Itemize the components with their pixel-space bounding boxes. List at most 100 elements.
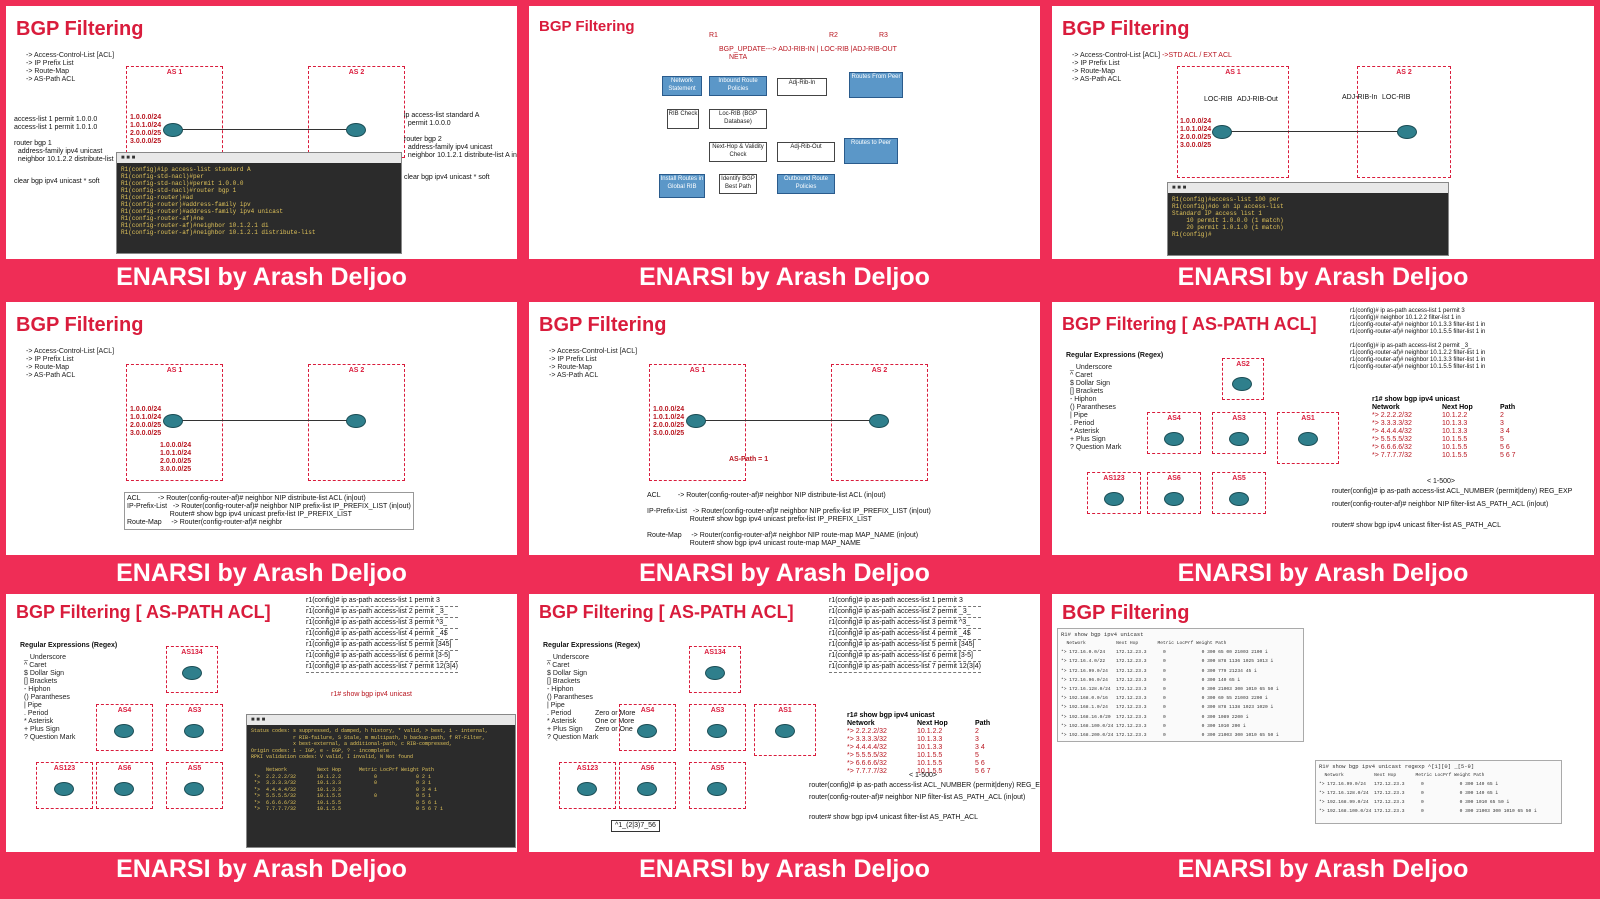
adj-rib-in-box: Adj-Rib-In bbox=[777, 78, 827, 96]
terminal-window[interactable]: ■ ■ ■ Status codes: s suppressed, d damp… bbox=[246, 714, 516, 848]
router-r5-icon[interactable] bbox=[184, 782, 204, 796]
slide-3[interactable]: BGP Filtering -> Access-Control-List [AC… bbox=[1046, 0, 1600, 296]
r1-r2-link bbox=[176, 129, 356, 130]
router-r2-icon[interactable] bbox=[182, 666, 202, 680]
slide-5-content: BGP Filtering -> Access-Control-List [AC… bbox=[529, 302, 1040, 555]
router-r1-icon[interactable] bbox=[1298, 432, 1318, 446]
aspath-command: r1(config)# ip as-path access-list 2 per… bbox=[829, 607, 981, 618]
router-r6-icon[interactable] bbox=[1164, 492, 1184, 506]
router-r7-icon[interactable] bbox=[54, 782, 74, 796]
banner: ENARSI by Arash Deljoo bbox=[116, 855, 407, 883]
router-r6-icon[interactable] bbox=[114, 782, 134, 796]
as1-box: AS1 bbox=[754, 704, 816, 756]
slide-4-content: BGP Filtering -> Access-Control-List [AC… bbox=[6, 302, 517, 555]
topic-item: -> IP Prefix List bbox=[1072, 60, 1120, 67]
aspath-command: r1(config)# ip as-path access-list 4 per… bbox=[829, 629, 981, 640]
banner: ENARSI by Arash Deljoo bbox=[1177, 263, 1469, 291]
router-r1-icon[interactable] bbox=[686, 414, 706, 428]
banner: ENARSI by Arash Deljoo bbox=[639, 855, 930, 883]
syntax-line-2: router(config-router-af)# neighbor NIP f… bbox=[809, 794, 1026, 801]
regex-item: _ Underscore bbox=[24, 654, 67, 661]
slide-5[interactable]: BGP Filtering -> Access-Control-List [AC… bbox=[523, 296, 1046, 592]
regex-item: * Asterisk bbox=[547, 718, 577, 725]
slide-6[interactable]: BGP Filtering [ AS-PATH ACL] Regular Exp… bbox=[1046, 296, 1600, 592]
router-r3-icon[interactable] bbox=[184, 724, 204, 738]
router-r1-icon[interactable] bbox=[163, 414, 183, 428]
slide-title: BGP Filtering bbox=[16, 314, 144, 336]
slide-6-content: BGP Filtering [ AS-PATH ACL] Regular Exp… bbox=[1052, 302, 1594, 555]
regexp-output-panel: R1# show bgp ipv4 unicast regexp ^[1][0]… bbox=[1315, 760, 1562, 824]
topic-item: -> AS-Path ACL bbox=[549, 372, 599, 379]
router-r2-icon[interactable] bbox=[346, 414, 366, 428]
terminal-window[interactable]: ■ ■ ■ R1(config)#access-list 100 per R1(… bbox=[1167, 182, 1449, 256]
router-r4-icon[interactable] bbox=[114, 724, 134, 738]
show-bgp-table: Network Next Hop Metric LocPrf Weight Pa… bbox=[1061, 641, 1279, 739]
slide-title: BGP Filtering bbox=[16, 18, 144, 40]
router-r7-icon[interactable] bbox=[1104, 492, 1124, 506]
as-label: AS134 bbox=[181, 649, 203, 656]
router-r2-icon[interactable] bbox=[1232, 377, 1252, 391]
regex-item: ? Question Mark bbox=[547, 734, 599, 741]
network-statement-box: Network Statement bbox=[662, 76, 702, 96]
router-r2-icon[interactable] bbox=[705, 666, 725, 680]
topic-item: -> AS-Path ACL bbox=[1072, 76, 1122, 83]
slide-1[interactable]: BGP Filtering -> Access-Control-List [AC… bbox=[0, 0, 523, 296]
terminal-output: R1(config)#access-list 100 per R1(config… bbox=[1172, 196, 1284, 238]
regex-item: () Parantheses bbox=[1070, 404, 1116, 411]
router-r1-icon[interactable] bbox=[163, 123, 183, 137]
as4-box: AS4 bbox=[1147, 412, 1201, 454]
router-r2-icon[interactable] bbox=[1397, 125, 1417, 139]
router-r5-icon[interactable] bbox=[707, 782, 727, 796]
right-config-notes: ip access-list standard A permit 1.0.0.0… bbox=[404, 112, 517, 159]
router-r4-icon[interactable] bbox=[1164, 432, 1184, 446]
router-r7-icon[interactable] bbox=[577, 782, 597, 796]
regex-item: . Period bbox=[24, 710, 49, 717]
slide-4[interactable]: BGP Filtering -> Access-Control-List [AC… bbox=[0, 296, 523, 592]
router-r3-icon[interactable] bbox=[707, 724, 727, 738]
aspath-command: r1(config)# ip as-path access-list 5 per… bbox=[306, 640, 458, 651]
slide-8-content: BGP Filtering [ AS-PATH ACL] Regular Exp… bbox=[529, 594, 1040, 852]
terminal-titlebar[interactable]: ■ ■ ■ bbox=[1168, 183, 1448, 193]
slide-9[interactable]: BGP Filtering R1# show bgp ipv4 unicast … bbox=[1046, 592, 1600, 899]
left-config-notes: access-list 1 permit 1.0.0.0 access-list… bbox=[14, 116, 131, 163]
aspath-command: r1(config)# ip as-path access-list 4 per… bbox=[306, 629, 458, 640]
slide-7[interactable]: BGP Filtering [ AS-PATH ACL] Regular Exp… bbox=[0, 592, 523, 899]
topic-item: -> Route-Map bbox=[26, 68, 69, 75]
r2-label: R2 bbox=[829, 32, 838, 39]
topic-item: -> AS-Path ACL bbox=[26, 76, 76, 83]
banner: ENARSI by Arash Deljoo bbox=[116, 263, 407, 291]
regex-item: + Plus Sign bbox=[547, 726, 583, 733]
router-r3-icon[interactable] bbox=[1229, 432, 1249, 446]
router-r4-icon[interactable] bbox=[637, 724, 657, 738]
banner: ENARSI by Arash Deljoo bbox=[1177, 559, 1469, 587]
router-r2-icon[interactable] bbox=[346, 123, 366, 137]
regex-item: () Parantheses bbox=[24, 694, 70, 701]
router-r1-icon[interactable] bbox=[775, 724, 795, 738]
aspath-command: r1(config)# ip as-path access-list 5 per… bbox=[829, 640, 981, 651]
regex-item: * Asterisk bbox=[1070, 428, 1100, 435]
router-r2-icon[interactable] bbox=[869, 414, 889, 428]
as-label: AS3 bbox=[187, 707, 202, 714]
r3-label: R3 bbox=[879, 32, 888, 39]
as-label: AS5 bbox=[710, 765, 725, 772]
slide-8[interactable]: BGP Filtering [ AS-PATH ACL] Regular Exp… bbox=[523, 592, 1046, 899]
router-r6-icon[interactable] bbox=[637, 782, 657, 796]
router-r1-icon[interactable] bbox=[1212, 125, 1232, 139]
router-r5-icon[interactable] bbox=[1229, 492, 1249, 506]
terminal-window[interactable]: ■ ■ ■ R1(config)#ip access-list standard… bbox=[116, 152, 402, 254]
terminal-titlebar[interactable]: ■ ■ ■ bbox=[117, 153, 401, 163]
topic-item: -> Route-Map bbox=[549, 364, 592, 371]
next-hop-box: Next-Hop & Validity Check bbox=[709, 142, 767, 162]
banner: ENARSI by Arash Deljoo bbox=[639, 559, 930, 587]
slide-2[interactable]: BGP Filtering R1 R2 R3 BGP_UPDATE---> AD… bbox=[523, 0, 1046, 296]
terminal-titlebar[interactable]: ■ ■ ■ bbox=[247, 715, 515, 725]
as-label: AS6 bbox=[640, 765, 655, 772]
